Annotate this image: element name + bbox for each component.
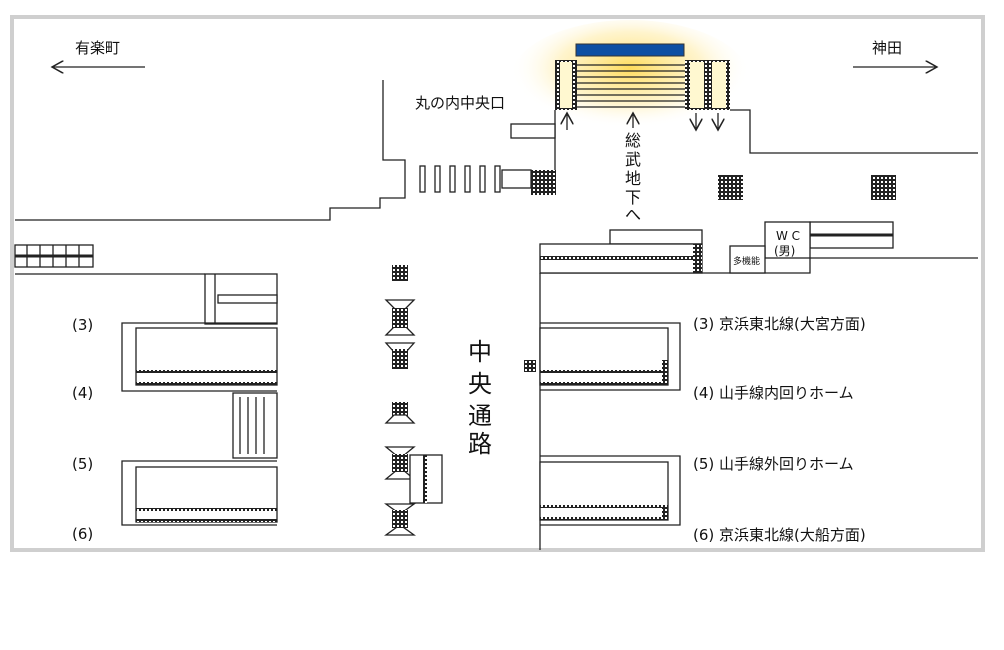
ticket-gates [419, 165, 532, 193]
multipurpose-toilet [729, 245, 766, 274]
right-stair-structures [539, 322, 681, 526]
sobu-char: 総 [625, 131, 641, 150]
escalator-right-top [539, 221, 894, 274]
platform-label: (6) [72, 525, 93, 543]
sobu-char: 地 [625, 169, 641, 188]
platform-label: (4) 山手線内回りホーム [693, 384, 854, 402]
direction-right: 神田 [853, 39, 937, 67]
wc-label: W C [776, 229, 800, 243]
center-pillars [384, 265, 536, 536]
corridor-label: 中 央 通 路 [468, 338, 492, 458]
corridor-char: 央 [468, 370, 492, 398]
pillar [531, 170, 556, 195]
direction-left-label: 有楽町 [75, 39, 120, 57]
ticket-gate [510, 123, 556, 139]
direction-left: 有楽町 [52, 39, 145, 67]
sobu-char: 武 [625, 150, 641, 169]
sobu-char: 下 [625, 188, 641, 207]
corridor-char: 通 [468, 402, 492, 430]
pillar [718, 175, 743, 200]
highlight-marker [575, 43, 685, 57]
wc-box [764, 221, 811, 259]
sobu-stairs [555, 60, 730, 110]
multipurpose-label: 多機能 [733, 255, 760, 267]
left-platform-labels: (3) (4) (5) (6) [72, 316, 93, 543]
direction-right-label: 神田 [872, 39, 902, 57]
platform-label: (6) 京浜東北線(大船方面) [693, 526, 866, 544]
right-platform-labels: (3) 京浜東北線(大宮方面) (4) 山手線内回りホーム (5) 山手線外回り… [693, 315, 866, 544]
platform-label: (3) [72, 316, 93, 334]
escalator-left-top [14, 244, 94, 268]
left-stair-structures [121, 273, 278, 526]
corridor-char: 中 [468, 338, 492, 366]
platform-label: (5) [72, 455, 93, 473]
exit-label: 丸の内中央口 [415, 94, 505, 112]
platform-label: (3) 京浜東北線(大宮方面) [693, 315, 866, 333]
sobu-char: へ [625, 205, 641, 224]
wc-men-label: (男) [774, 244, 795, 258]
platform-label: (5) 山手線外回りホーム [693, 455, 854, 473]
pillar [871, 175, 896, 200]
sobu-label: 総 武 地 下 へ [625, 131, 641, 224]
corridor-char: 路 [468, 430, 492, 458]
platform-label: (4) [72, 384, 93, 402]
